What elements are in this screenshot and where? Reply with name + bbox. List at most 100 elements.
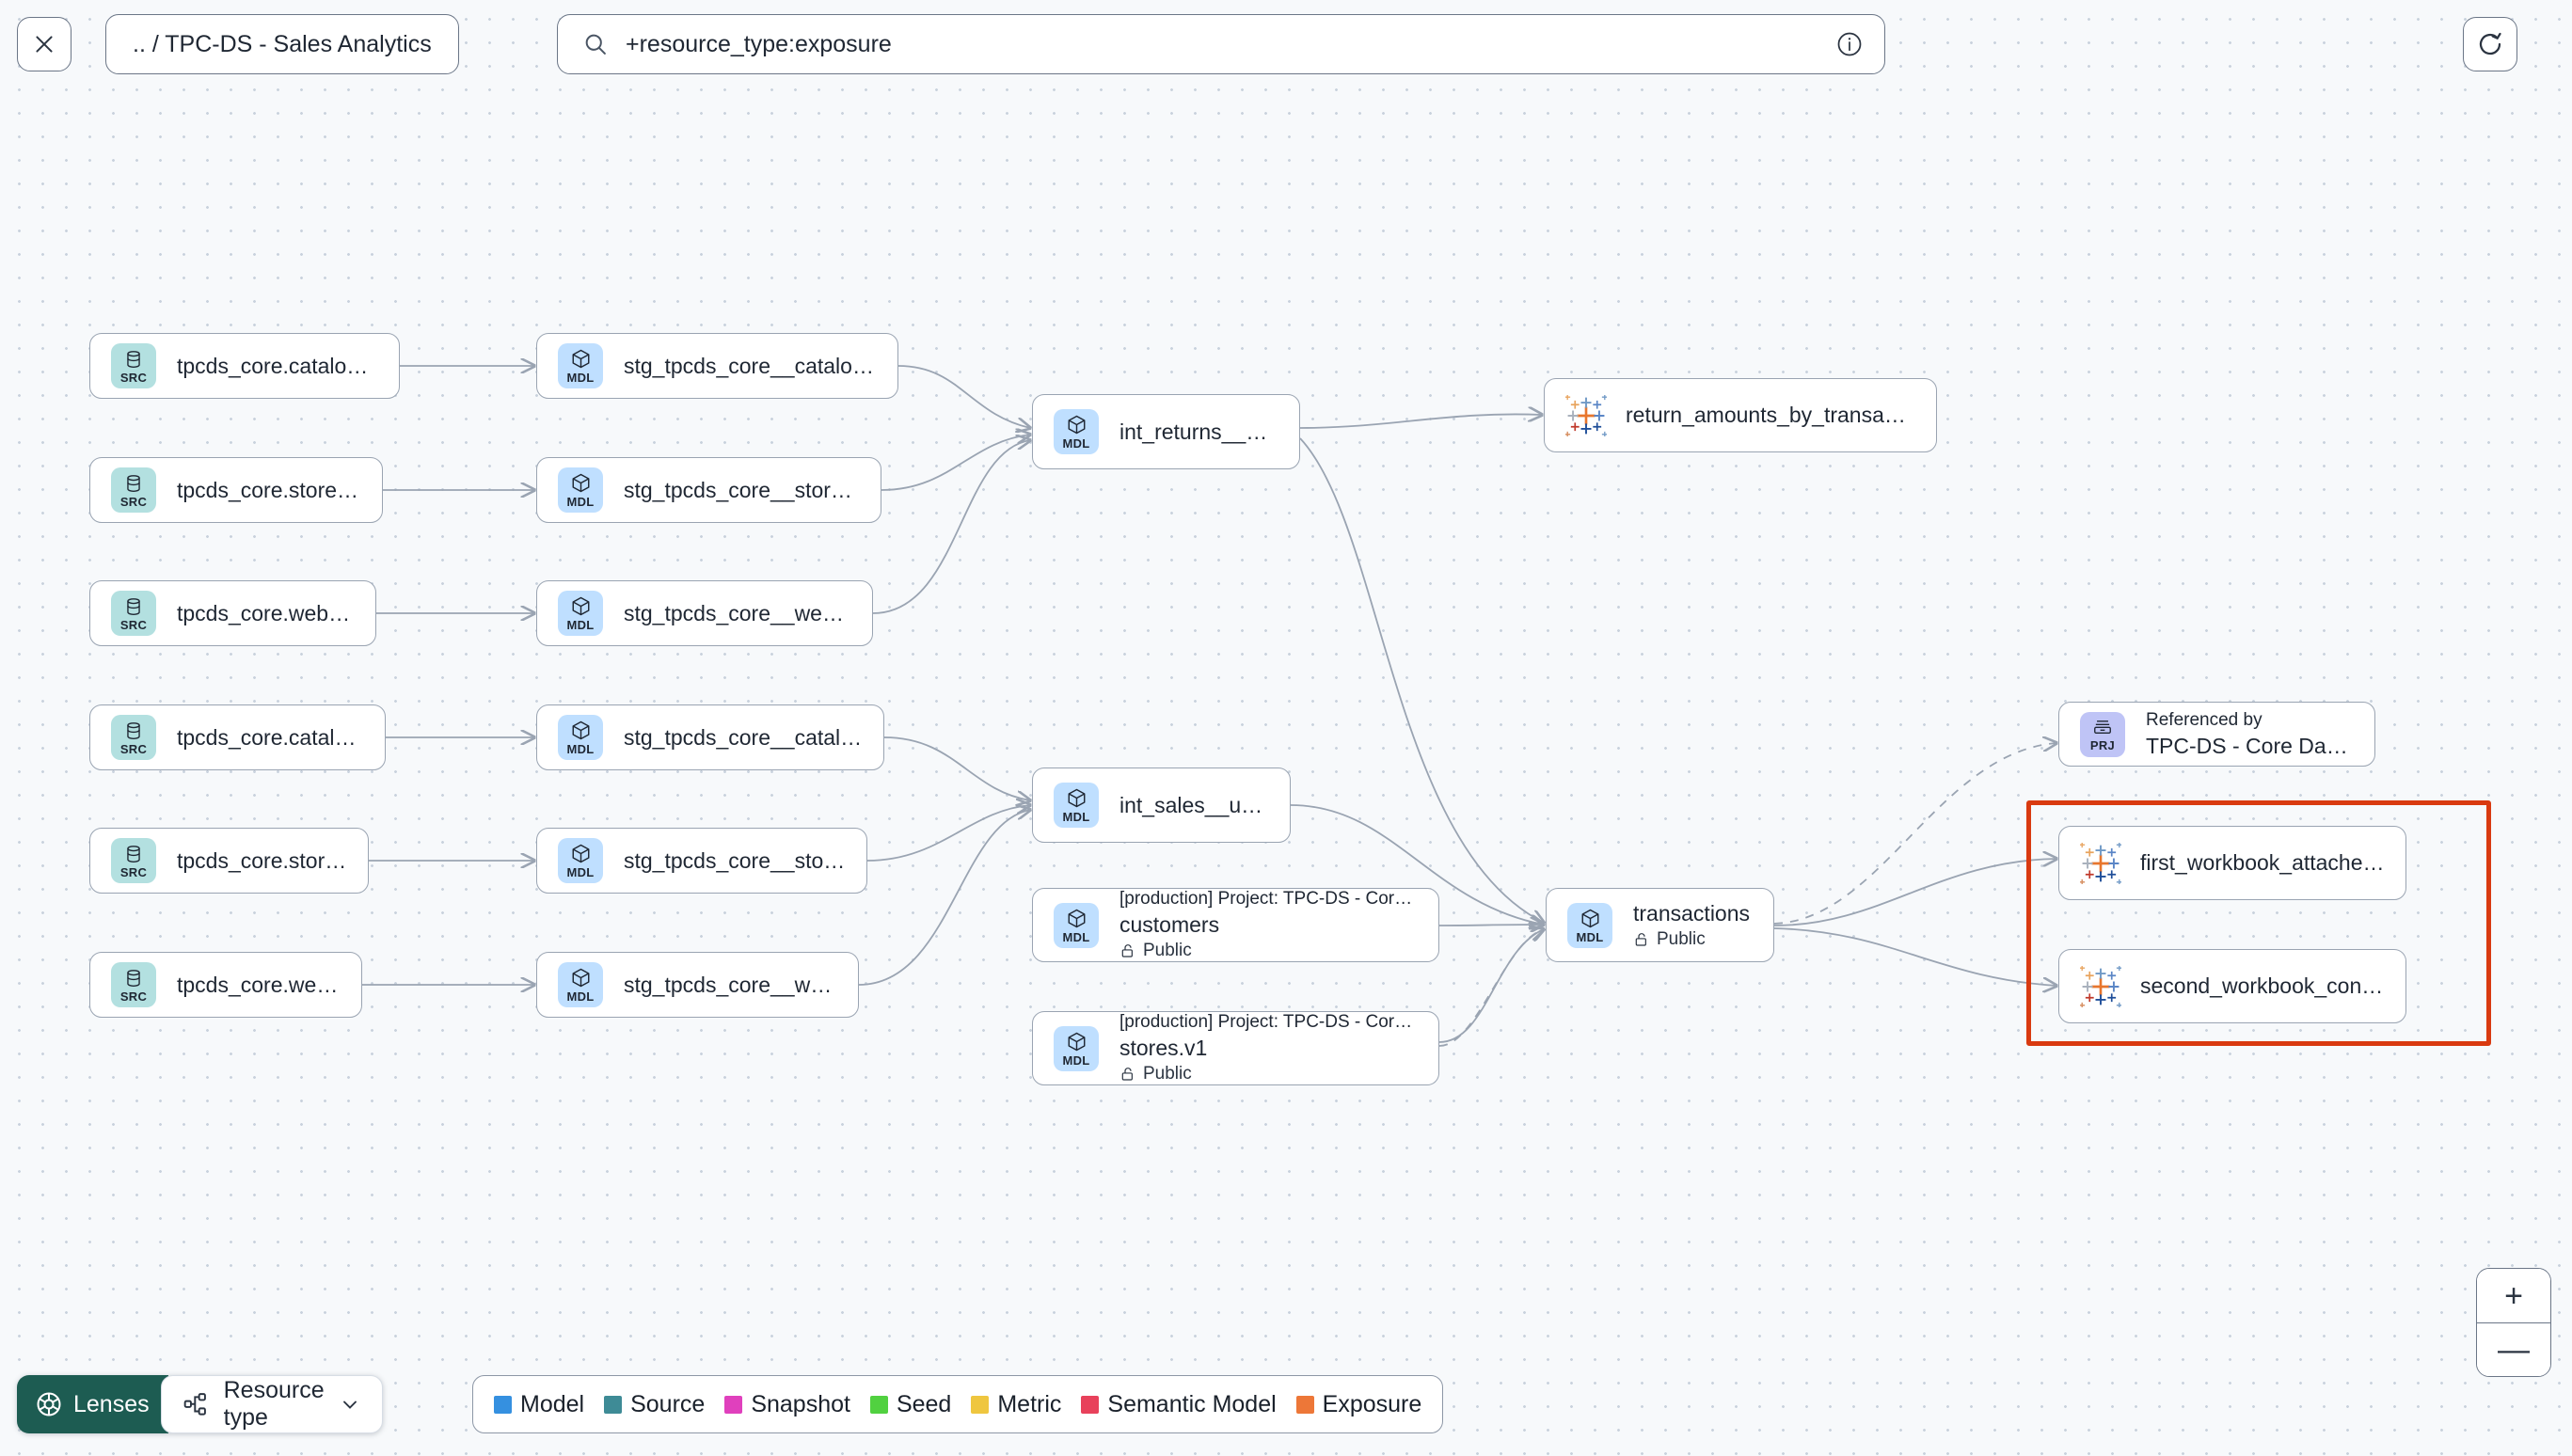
zoom-in-label: + [2504, 1277, 2523, 1314]
node-title: first_workbook_attached_to_tpc-ds_-_… [2140, 850, 2385, 875]
unlock-icon [1119, 1066, 1136, 1083]
zoom-out-button[interactable]: — [2477, 1322, 2550, 1376]
lineage-node-exposure_second_workbook[interactable]: second_workbook_connected_to_live… [2058, 949, 2406, 1023]
lineage-node-src_web_sales[interactable]: SRC tpcds_core.web_sales [89, 952, 362, 1018]
node-badge-code: MDL [1062, 810, 1090, 824]
node-badge-code: SRC [119, 370, 148, 385]
legend-item-semantic-model[interactable]: Semantic Model [1081, 1391, 1277, 1418]
lineage-node-mdl_int_sales_unioned[interactable]: MDL int_sales__unioned [1032, 768, 1291, 843]
lineage-node-mdl_stg_web_sales[interactable]: MDL stg_tpcds_core__web_sales [536, 952, 859, 1018]
hierarchy-icon [183, 1391, 210, 1418]
lenses-button[interactable]: Lenses [17, 1375, 168, 1433]
lineage-node-mdl_stg_web_returns[interactable]: MDL stg_tpcds_core__web_returns [536, 580, 873, 646]
tableau-icon [1565, 394, 1607, 436]
cube-icon: MDL [558, 715, 603, 760]
legend-swatch [1081, 1395, 1100, 1414]
node-badge-code: PRJ [2089, 738, 2116, 752]
legend-item-model[interactable]: Model [494, 1391, 584, 1418]
node-title: tpcds_core.web_sales [177, 972, 341, 997]
legend-label: Metric [997, 1390, 1062, 1417]
node-title: second_workbook_connected_to_live… [2140, 973, 2385, 998]
node-title: TPC-DS - Core Data Models [2146, 733, 2354, 758]
legend-swatch [869, 1395, 888, 1414]
info-icon[interactable] [1835, 30, 1864, 58]
database-icon: SRC [111, 467, 156, 513]
tableau-icon [2080, 842, 2121, 884]
legend-label: Snapshot [751, 1390, 850, 1417]
node-body: tpcds_core.store_sales [177, 848, 347, 874]
node-title: stg_tpcds_core__store_sales [624, 847, 846, 873]
lineage-node-mdl_stores_v1[interactable]: MDL[production] Project: TPC-DS - Core D… [1032, 1011, 1439, 1085]
refresh-button[interactable] [2463, 17, 2517, 71]
database-icon: SRC [111, 962, 156, 1007]
zoom-out-label: — [2498, 1332, 2530, 1368]
cube-icon-glyph [570, 595, 592, 617]
cube-icon-glyph [570, 967, 592, 989]
node-body: stg_tpcds_core__web_returns [624, 601, 851, 626]
node-body: int_sales__unioned [1119, 793, 1269, 818]
node-title: stg_tpcds_core__web_sales [624, 972, 837, 997]
search-bar[interactable]: +resource_type:exposure [557, 14, 1885, 74]
legend-item-snapshot[interactable]: Snapshot [724, 1391, 850, 1418]
node-title: tpcds_core.web_returns [177, 600, 355, 625]
zoom-controls: + — [2476, 1268, 2551, 1377]
node-badge-code: MDL [566, 618, 595, 632]
cube-icon-glyph [1066, 908, 1088, 929]
lineage-node-src_store_returns[interactable]: SRC tpcds_core.store_returns [89, 457, 383, 523]
cube-icon-glyph [570, 348, 592, 370]
lineage-node-src_store_sales[interactable]: SRC tpcds_core.store_sales [89, 828, 369, 894]
aperture-icon [35, 1390, 63, 1418]
search-input[interactable]: +resource_type:exposure [626, 30, 892, 57]
legend-swatch [604, 1395, 623, 1414]
node-body: tpcds_core.web_sales [177, 973, 341, 998]
legend-item-source[interactable]: Source [604, 1391, 705, 1418]
lineage-node-mdl_stg_catalog_sales[interactable]: MDL stg_tpcds_core__catalog_sales [536, 704, 884, 770]
chevron-down-icon [339, 1393, 361, 1416]
lineage-node-mdl_stg_store_sales[interactable]: MDL stg_tpcds_core__store_sales [536, 828, 867, 894]
node-visibility-label: Public [1143, 1064, 1192, 1084]
node-title: transactions [1633, 900, 1751, 926]
cube-icon: MDL [558, 591, 603, 636]
resource-type-button[interactable]: Resource type [160, 1375, 383, 1433]
legend-item-seed[interactable]: Seed [869, 1390, 952, 1418]
database-icon-glyph [123, 473, 144, 494]
lineage-node-exposure_first_workbook[interactable]: first_workbook_attached_to_tpc-ds_-_… [2058, 826, 2406, 900]
node-visibility-label: Public [1143, 941, 1192, 960]
node-title: stg_tpcds_core__catalog_sales [624, 724, 863, 750]
database-icon-glyph [123, 349, 144, 370]
cube-icon-glyph [570, 720, 592, 741]
legend-item-exposure[interactable]: Exposure [1295, 1390, 1422, 1418]
node-badge-code: MDL [566, 371, 595, 385]
cube-icon-glyph [1580, 908, 1601, 929]
lineage-node-exposure_return_amounts[interactable]: return_amounts_by_transaction_type [1544, 378, 1937, 452]
breadcrumb[interactable]: .. / TPC-DS - Sales Analytics [105, 14, 459, 74]
cube-icon: MDL [558, 838, 603, 883]
top-toolbar: .. / TPC-DS - Sales Analytics +resource_… [0, 0, 2572, 107]
cube-icon: MDL [1567, 902, 1612, 948]
node-title: tpcds_core.catalog_returns [177, 353, 378, 378]
legend-label: Seed [896, 1390, 952, 1417]
node-title: tpcds_core.store_returns [177, 477, 361, 502]
legend-label: Exposure [1322, 1390, 1422, 1417]
node-badge-code: MDL [1062, 436, 1090, 451]
node-body: return_amounts_by_transaction_type [1626, 403, 1915, 428]
lineage-node-src_catalog_returns[interactable]: SRC tpcds_core.catalog_returns [89, 333, 400, 399]
node-title: tpcds_core.catalog_sales [177, 724, 364, 750]
cube-icon: MDL [558, 962, 603, 1007]
legend-swatch [724, 1395, 743, 1414]
node-visibility: Public [1119, 1064, 1418, 1084]
lineage-node-mdl_customers[interactable]: MDL[production] Project: TPC-DS - Core D… [1032, 888, 1439, 962]
zoom-in-button[interactable]: + [2477, 1269, 2550, 1322]
legend-item-metric[interactable]: Metric [971, 1391, 1061, 1418]
node-badge-code: SRC [119, 864, 148, 879]
node-body: tpcds_core.catalog_returns [177, 354, 378, 379]
lenses-group: Lenses Resource type [17, 1375, 383, 1433]
close-button[interactable] [17, 17, 71, 71]
